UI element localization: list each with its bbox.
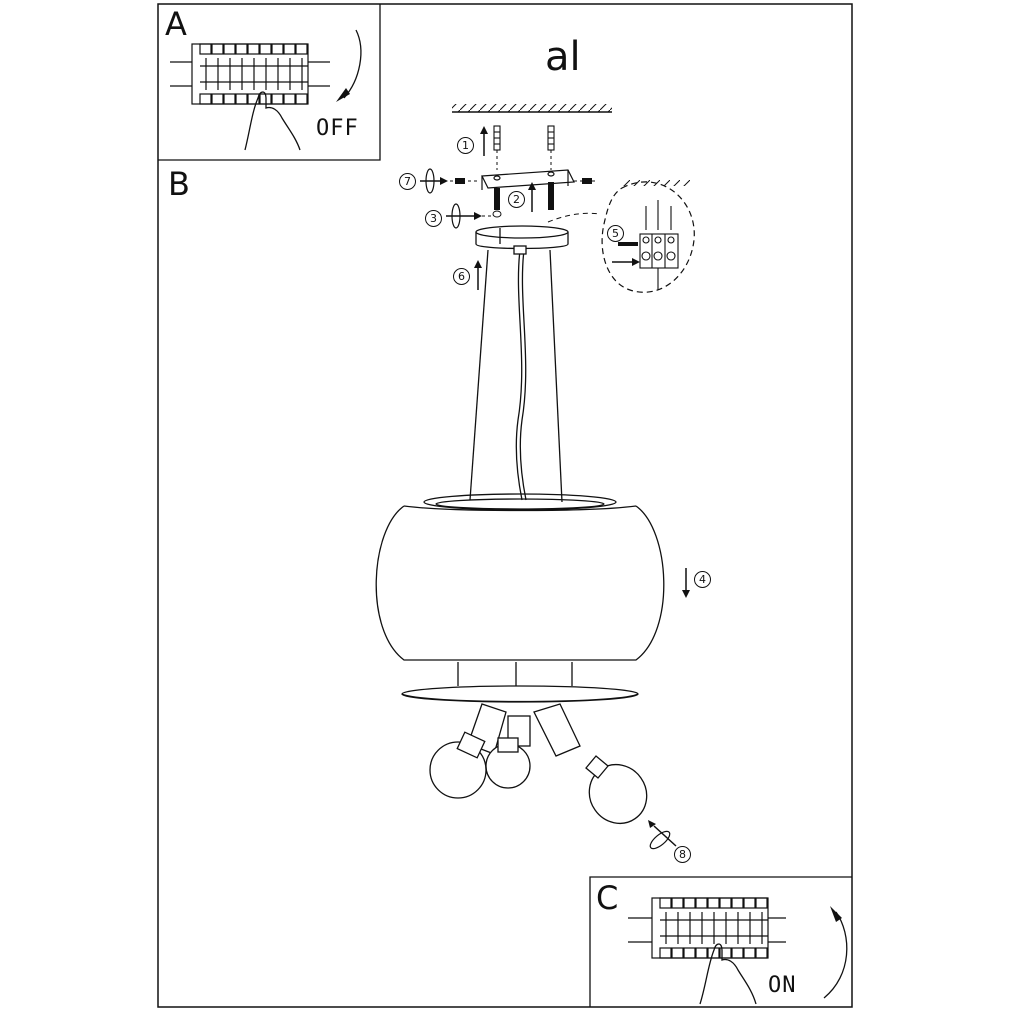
- base-plate: [401, 662, 639, 703]
- screw-icon: [494, 182, 554, 210]
- step-3-marker: 3: [425, 210, 442, 227]
- step-1-marker: 1: [457, 137, 474, 154]
- diagram-title: al: [545, 34, 581, 80]
- hand-icon: [699, 943, 757, 1005]
- switch-on-label: ON: [768, 973, 797, 998]
- panel-a-label: A: [165, 5, 187, 43]
- breaker-panel-off: [170, 43, 330, 105]
- wall-plug-icon: [547, 125, 555, 151]
- detail-callout: [547, 212, 601, 223]
- arrowhead-icon: [474, 260, 482, 268]
- bulb-socket: [467, 703, 581, 757]
- arrowhead-icon: [830, 906, 842, 922]
- screw-icon: [582, 178, 592, 184]
- rotate-up-arrow-icon: [823, 911, 848, 999]
- step-5-marker: 5: [607, 225, 624, 242]
- terminal-block: [639, 200, 679, 290]
- ceiling-hatch: [452, 104, 612, 112]
- step-8-marker: 8: [674, 846, 691, 863]
- light-bulb: [429, 731, 648, 825]
- step-6-marker: 6: [453, 268, 470, 285]
- arrowhead-icon: [682, 590, 690, 598]
- switch-off-label: OFF: [316, 116, 359, 141]
- outer-frame: [157, 3, 853, 1008]
- arrowhead-icon: [528, 182, 536, 190]
- panel-a-frame: [158, 4, 381, 161]
- step-2-marker: 2: [508, 191, 525, 208]
- rotate-down-arrow-icon: [343, 29, 362, 99]
- arrowhead-icon: [336, 88, 350, 102]
- screw-icon: [455, 178, 465, 184]
- wall-plug-icon: [493, 125, 501, 151]
- panel-c-label: C: [596, 879, 619, 917]
- step-7-marker: 7: [399, 173, 416, 190]
- step-4-marker: 4: [694, 571, 711, 588]
- screw-head-icon: [492, 210, 502, 218]
- breaker-panel-on: [628, 897, 786, 959]
- ceiling-canopy: [475, 225, 569, 250]
- glass-shade: [375, 493, 665, 661]
- suspension-cables: [469, 245, 563, 503]
- hand-icon: [244, 91, 301, 151]
- panel-b-label: B: [168, 165, 190, 203]
- rotate-icon: [649, 830, 671, 850]
- mounting-bracket: [481, 169, 575, 190]
- arrowhead-icon: [480, 126, 488, 134]
- screwdriver-icon: [618, 242, 638, 246]
- panel-c-frame: [589, 876, 852, 1007]
